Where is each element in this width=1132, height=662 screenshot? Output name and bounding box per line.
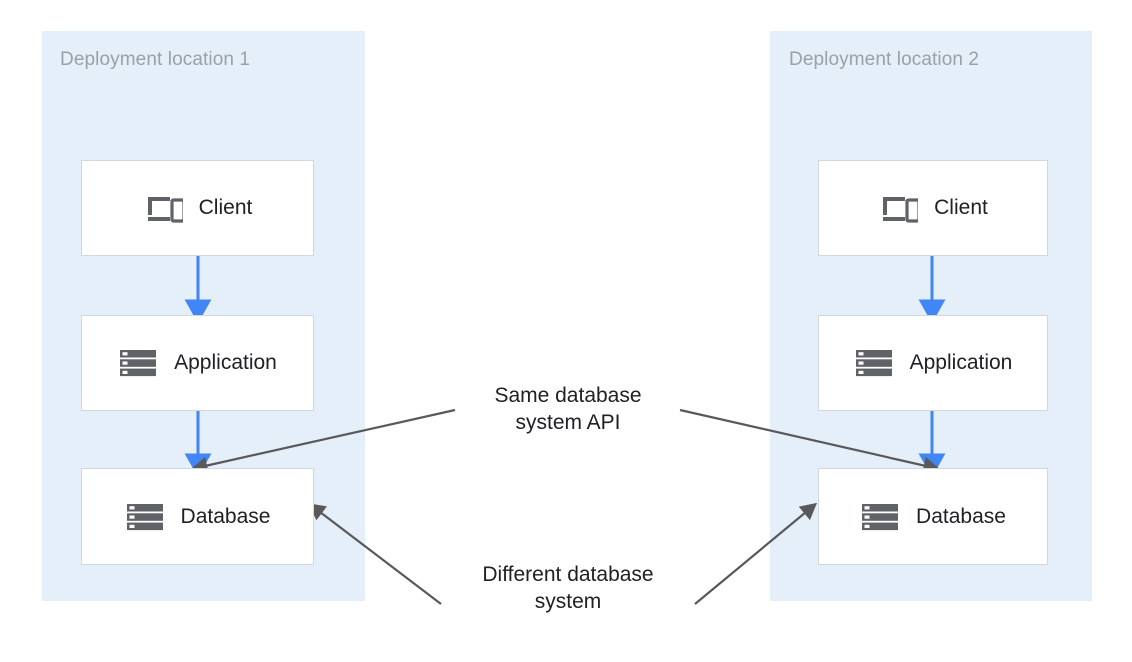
server-stack-icon xyxy=(125,497,165,537)
node-label-application-2: Application xyxy=(909,351,1013,374)
panel-label-deployment-location-1: Deployment location 1 xyxy=(60,49,251,70)
node-client-1[interactable]: Client xyxy=(81,160,314,256)
server-stack-icon xyxy=(854,343,894,383)
devices-icon xyxy=(878,188,921,228)
node-database-1[interactable]: Database xyxy=(81,468,314,565)
node-label-client-2: Client xyxy=(934,196,988,219)
annotation-same-database-system-api: Same database system API xyxy=(494,384,642,434)
node-client-2[interactable]: Client xyxy=(818,160,1048,256)
node-label-database-1: Database xyxy=(180,504,271,528)
node-label-application-1: Application xyxy=(174,351,277,374)
server-stack-icon xyxy=(118,343,158,383)
annotation-different-database-system: Different database system xyxy=(482,563,654,613)
node-label-database-2: Database xyxy=(916,504,1006,528)
node-application-2[interactable]: Application xyxy=(818,315,1048,411)
node-database-2[interactable]: Database xyxy=(818,468,1048,565)
node-label-client-1: Client xyxy=(198,196,253,219)
devices-icon xyxy=(143,188,186,228)
panel-label-deployment-location-2: Deployment location 2 xyxy=(789,49,980,70)
server-stack-icon xyxy=(860,497,900,537)
node-application-1[interactable]: Application xyxy=(81,315,314,411)
